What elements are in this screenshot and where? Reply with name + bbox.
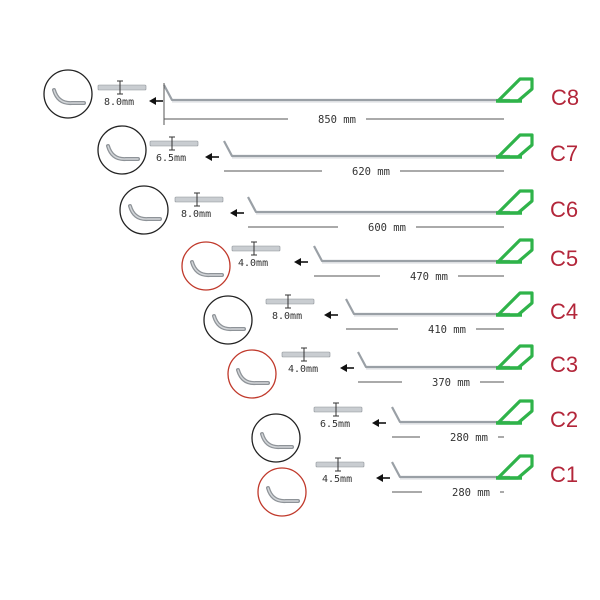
arrow-left-icon	[376, 474, 383, 482]
tip-zoom-circle	[119, 185, 169, 235]
tip-label: 4.5mm	[322, 474, 352, 485]
bent-tip-highlight	[191, 261, 223, 276]
length-label: 620 mm	[352, 166, 390, 178]
arrow-left-icon	[372, 419, 379, 427]
length-label: 280 mm	[450, 432, 488, 444]
thickness-marker-icon	[301, 347, 307, 362]
rod-row-c6: 600 mm C6 8.0mm	[119, 185, 578, 235]
rod-shaft	[357, 351, 510, 369]
length-label: 410 mm	[428, 324, 466, 336]
length-label: 470 mm	[410, 271, 448, 283]
rod-shaft	[223, 140, 510, 158]
rod-label: C7	[550, 141, 578, 166]
rod-shaft	[313, 245, 510, 263]
thickness-marker-icon	[169, 136, 175, 151]
tip-zoom-circle	[257, 467, 307, 517]
rod-label: C1	[550, 462, 578, 487]
arrow-left-icon	[149, 97, 156, 105]
tip-zoom-circle	[203, 295, 253, 345]
handle-icon	[496, 399, 534, 425]
rod-shaft	[345, 298, 510, 316]
tip-bar	[281, 351, 331, 358]
rod-label: C6	[550, 197, 578, 222]
rod-shaft	[247, 196, 510, 214]
tip-label: 8.0mm	[272, 311, 302, 322]
tip-bar	[231, 245, 281, 252]
rod-label: C3	[550, 352, 578, 377]
tip-bar	[265, 298, 315, 305]
tip-bar	[313, 406, 363, 413]
bent-tip-highlight	[129, 205, 161, 220]
tip-bar	[174, 196, 224, 203]
handle-icon	[496, 238, 534, 264]
thickness-marker-icon	[194, 192, 200, 207]
arrow-left-icon	[294, 258, 301, 266]
tip-zoom-circle	[227, 349, 277, 399]
rod-row-c4: 410 mm C4 8.0mm	[203, 291, 578, 345]
length-label: 850 mm	[318, 114, 356, 126]
length-label: 370 mm	[432, 377, 470, 389]
tip-label: 6.5mm	[156, 153, 186, 164]
tip-zoom-circle	[251, 413, 301, 463]
length-label: 280 mm	[452, 487, 490, 499]
bent-tip-highlight	[237, 369, 269, 384]
rod-row-c2: 280 mm C2 6.5mm	[251, 399, 578, 463]
thickness-marker-icon	[285, 294, 291, 309]
handle-icon	[496, 454, 534, 480]
handle-icon	[496, 189, 534, 215]
rod-row-c8: 850 mm C8 8.0mm	[43, 69, 579, 126]
tip-zoom-circle	[43, 69, 93, 119]
length-label: 600 mm	[368, 222, 406, 234]
tip-bar	[97, 84, 147, 91]
rod-shaft	[163, 84, 510, 102]
rod-label: C5	[550, 246, 578, 271]
bent-tip-highlight	[261, 433, 293, 448]
arrow-left-icon	[205, 153, 212, 161]
thickness-marker-icon	[335, 457, 341, 472]
rod-row-c7: 620 mm C7 6.5mm	[97, 125, 578, 178]
tip-label: 8.0mm	[104, 97, 134, 108]
tip-label: 8.0mm	[181, 209, 211, 220]
rod-label: C4	[550, 299, 578, 324]
rod-row-c5: 470 mm C5 4.0mm	[181, 238, 578, 291]
tip-label: 4.0mm	[288, 364, 318, 375]
handle-icon	[496, 344, 534, 370]
rod-shaft	[391, 406, 510, 424]
handle-icon	[496, 291, 534, 317]
tip-zoom-circle	[97, 125, 147, 175]
tip-zoom-circle	[181, 241, 231, 291]
rod-shaft	[391, 461, 510, 479]
tip-bar	[315, 461, 365, 468]
thickness-marker-icon	[333, 402, 339, 417]
rod-row-c1: 280 mm C1 4.5mm	[257, 454, 578, 517]
rod-row-c3: 370 mm C3 4.0mm	[227, 344, 578, 399]
arrow-left-icon	[324, 311, 331, 319]
arrow-left-icon	[340, 364, 347, 372]
thickness-marker-icon	[251, 241, 257, 256]
bent-tip-highlight	[53, 89, 85, 104]
tip-label: 4.0mm	[238, 258, 268, 269]
thickness-marker-icon	[117, 80, 123, 95]
arrow-left-icon	[230, 209, 237, 217]
tip-label: 6.5mm	[320, 419, 350, 430]
tip-bar	[149, 140, 199, 147]
handle-icon	[496, 77, 534, 103]
bent-tip-highlight	[107, 145, 139, 160]
rod-label: C8	[551, 85, 579, 110]
bent-tip-highlight	[213, 315, 245, 330]
rod-label: C2	[550, 407, 578, 432]
bent-tip-highlight	[267, 487, 299, 502]
handle-icon	[496, 133, 534, 159]
